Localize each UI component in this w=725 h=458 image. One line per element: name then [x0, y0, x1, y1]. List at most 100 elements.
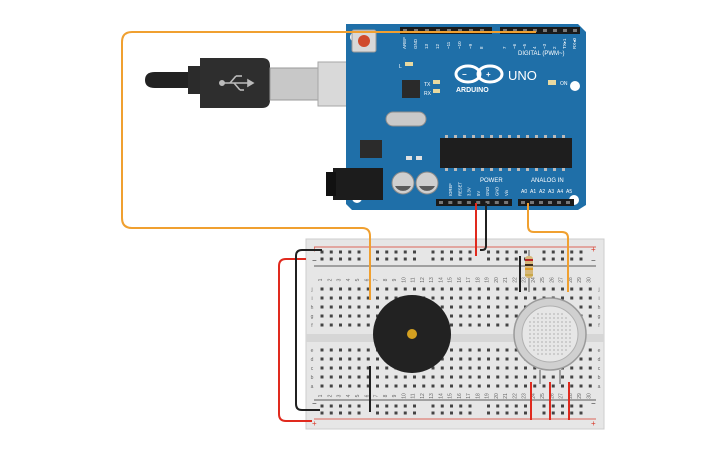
- breadboard-hole[interactable]: [570, 375, 574, 379]
- breadboard-hole[interactable]: [329, 314, 333, 318]
- breadboard-hole[interactable]: [450, 384, 453, 388]
- breadboard-hole[interactable]: [542, 287, 546, 291]
- breadboard-hole[interactable]: [477, 323, 481, 327]
- rail-hole[interactable]: [431, 257, 435, 261]
- breadboard-hole[interactable]: [339, 314, 342, 318]
- usb-cable[interactable]: [145, 58, 379, 108]
- breadboard-hole[interactable]: [524, 375, 527, 379]
- breadboard-hole[interactable]: [339, 348, 342, 352]
- breadboard-hole[interactable]: [385, 287, 389, 291]
- rail-hole[interactable]: [514, 411, 518, 415]
- rail-hole[interactable]: [329, 404, 333, 408]
- breadboard-hole[interactable]: [366, 323, 370, 327]
- breadboard-hole[interactable]: [385, 384, 389, 388]
- breadboard-hole[interactable]: [505, 375, 509, 379]
- rail-hole[interactable]: [496, 257, 500, 261]
- rail-hole[interactable]: [542, 411, 546, 415]
- rail-hole[interactable]: [487, 404, 490, 408]
- breadboard-hole[interactable]: [440, 366, 444, 370]
- rail-hole[interactable]: [320, 411, 324, 415]
- breadboard-hole[interactable]: [514, 357, 518, 361]
- header-pin[interactable]: [457, 201, 462, 204]
- header-pin[interactable]: [414, 29, 418, 32]
- breadboard-hole[interactable]: [459, 384, 463, 388]
- rail-hole[interactable]: [450, 257, 453, 261]
- rail-hole[interactable]: [459, 411, 463, 415]
- rail-hole[interactable]: [403, 411, 407, 415]
- header-pin[interactable]: [548, 201, 552, 204]
- header-pin[interactable]: [403, 29, 407, 32]
- header-pin[interactable]: [447, 29, 451, 32]
- breadboard-hole[interactable]: [524, 287, 527, 291]
- rail-hole[interactable]: [505, 250, 509, 254]
- rail-hole[interactable]: [542, 404, 546, 408]
- rail-hole[interactable]: [459, 250, 463, 254]
- rail-hole[interactable]: [570, 404, 574, 408]
- breadboard-hole[interactable]: [450, 296, 453, 300]
- breadboard-hole[interactable]: [551, 287, 555, 291]
- wire-left-power-loop[interactable]: [278, 258, 312, 422]
- rail-hole[interactable]: [524, 404, 527, 408]
- breadboard-hole[interactable]: [561, 384, 564, 388]
- rail-hole[interactable]: [348, 257, 352, 261]
- breadboard-hole[interactable]: [320, 357, 324, 361]
- breadboard-hole[interactable]: [431, 384, 435, 388]
- rail-hole[interactable]: [339, 411, 342, 415]
- rail-hole[interactable]: [514, 257, 518, 261]
- breadboard-hole[interactable]: [588, 314, 592, 318]
- rail-hole[interactable]: [394, 257, 398, 261]
- breadboard-hole[interactable]: [329, 287, 333, 291]
- breadboard-hole[interactable]: [357, 296, 361, 300]
- breadboard-hole[interactable]: [348, 314, 352, 318]
- breadboard-hole[interactable]: [339, 323, 342, 327]
- breadboard-hole[interactable]: [468, 384, 472, 388]
- rail-hole[interactable]: [561, 250, 564, 254]
- breadboard-hole[interactable]: [505, 366, 509, 370]
- rail-hole[interactable]: [496, 250, 500, 254]
- breadboard-hole[interactable]: [320, 314, 324, 318]
- breadboard-hole[interactable]: [524, 366, 527, 370]
- breadboard-hole[interactable]: [339, 287, 342, 291]
- rail-hole[interactable]: [440, 257, 444, 261]
- rail-hole[interactable]: [487, 257, 490, 261]
- breadboard-hole[interactable]: [329, 323, 333, 327]
- rail-hole[interactable]: [570, 411, 574, 415]
- rail-hole[interactable]: [403, 404, 407, 408]
- header-pin[interactable]: [523, 29, 527, 32]
- rail-hole[interactable]: [579, 411, 583, 415]
- breadboard-hole[interactable]: [505, 305, 509, 309]
- rail-hole[interactable]: [524, 250, 527, 254]
- breadboard-hole[interactable]: [487, 366, 490, 370]
- breadboard-hole[interactable]: [588, 366, 592, 370]
- rail-hole[interactable]: [431, 411, 435, 415]
- rail-hole[interactable]: [579, 250, 583, 254]
- breadboard-hole[interactable]: [487, 305, 490, 309]
- breadboard-hole[interactable]: [357, 287, 361, 291]
- breadboard-hole[interactable]: [376, 305, 379, 309]
- rail-hole[interactable]: [376, 257, 379, 261]
- breadboard-hole[interactable]: [570, 384, 574, 388]
- breadboard-hole[interactable]: [394, 287, 398, 291]
- header-pin[interactable]: [480, 29, 484, 32]
- header-pin[interactable]: [513, 29, 517, 32]
- breadboard-hole[interactable]: [570, 296, 574, 300]
- breadboard-hole[interactable]: [514, 375, 518, 379]
- breadboard-hole[interactable]: [357, 366, 361, 370]
- rail-hole[interactable]: [357, 404, 361, 408]
- breadboard-hole[interactable]: [496, 323, 500, 327]
- rail-hole[interactable]: [320, 250, 324, 254]
- breadboard-hole[interactable]: [357, 348, 361, 352]
- breadboard-hole[interactable]: [477, 357, 481, 361]
- rail-hole[interactable]: [339, 250, 342, 254]
- breadboard-hole[interactable]: [339, 366, 342, 370]
- breadboard-hole[interactable]: [533, 366, 537, 370]
- rail-hole[interactable]: [385, 250, 389, 254]
- breadboard-hole[interactable]: [588, 348, 592, 352]
- breadboard-hole[interactable]: [588, 384, 592, 388]
- breadboard-hole[interactable]: [440, 296, 444, 300]
- breadboard-hole[interactable]: [422, 384, 426, 388]
- rail-hole[interactable]: [329, 411, 333, 415]
- header-pin[interactable]: [543, 29, 547, 32]
- breadboard-hole[interactable]: [339, 296, 342, 300]
- breadboard-hole[interactable]: [403, 384, 407, 388]
